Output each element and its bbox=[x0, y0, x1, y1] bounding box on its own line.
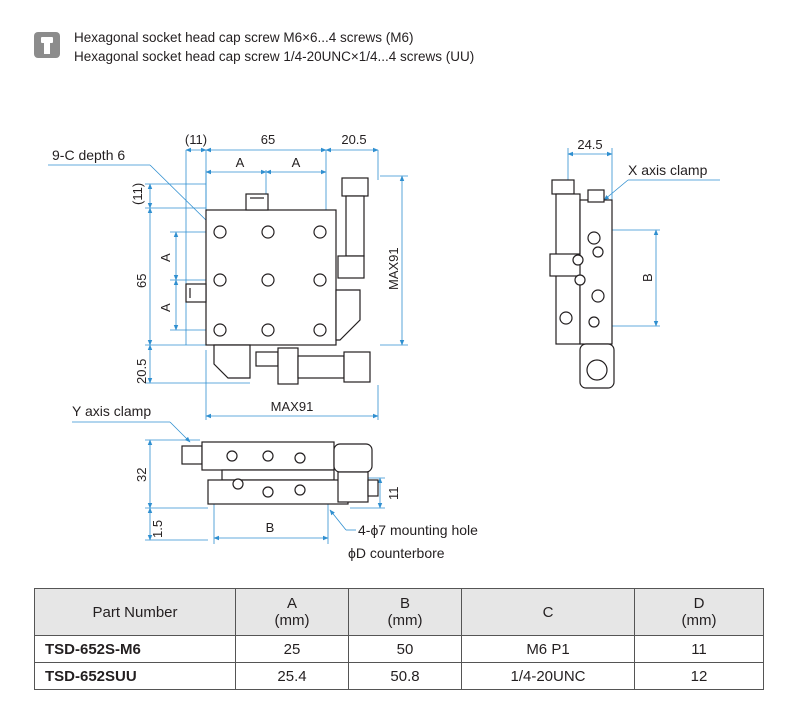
cell-d: 11 bbox=[634, 635, 764, 663]
cell-part-number: TSD-652S-M6 bbox=[34, 635, 236, 663]
dim-a-left: A bbox=[236, 155, 245, 170]
header-c: C bbox=[461, 588, 635, 636]
dim-24-5: 24.5 bbox=[577, 137, 602, 152]
dim-a-lower: A bbox=[158, 303, 173, 312]
callout-y-axis-clamp: Y axis clamp bbox=[72, 403, 151, 419]
dim-65-top: 65 bbox=[261, 132, 275, 147]
top-view bbox=[48, 147, 408, 420]
dim-32: 32 bbox=[134, 468, 149, 482]
dim-20-5-side: 20.5 bbox=[134, 359, 149, 384]
dim-65-side: 65 bbox=[134, 274, 149, 288]
note-line-1: Hexagonal socket head cap screw M6×6...4… bbox=[74, 30, 414, 45]
callout-counterbore: ϕD counterbore bbox=[348, 545, 445, 561]
screw-note: Hexagonal socket head cap screw M6×6...4… bbox=[34, 28, 734, 68]
dim-20-5-top: 20.5 bbox=[341, 132, 366, 147]
dim-a-right: A bbox=[292, 155, 301, 170]
side-view bbox=[549, 148, 720, 389]
screw-icon bbox=[34, 32, 60, 58]
spec-table: Part Number A(mm) B(mm) C D(mm) TSD-652S… bbox=[34, 588, 764, 690]
dim-1-5: 1.5 bbox=[150, 520, 165, 538]
cell-c: 1/4-20UNC bbox=[461, 662, 635, 690]
dim-11-top: (11) bbox=[185, 132, 207, 147]
header-a: A(mm) bbox=[235, 588, 349, 636]
dim-max91-vertical: MAX91 bbox=[386, 247, 401, 290]
dim-b-front: B bbox=[266, 520, 275, 535]
table-row: TSD-652S-M6 25 50 M6 P1 11 bbox=[34, 635, 764, 663]
cell-b: 50 bbox=[348, 635, 462, 663]
header-part-number: Part Number bbox=[34, 588, 236, 636]
callout-9c-depth: 9-C depth 6 bbox=[52, 147, 125, 163]
cell-d: 12 bbox=[634, 662, 764, 690]
dim-b-side: B bbox=[640, 273, 655, 282]
cell-a: 25.4 bbox=[235, 662, 349, 690]
cell-b: 50.8 bbox=[348, 662, 462, 690]
dim-a-upper: A bbox=[158, 253, 173, 262]
callout-x-axis-clamp: X axis clamp bbox=[628, 162, 708, 178]
technical-drawing: (11) 65 20.5 A A (11) A A 65 20.5 MAX91 … bbox=[48, 132, 720, 561]
dim-11-front: 11 bbox=[386, 487, 401, 501]
cell-c: M6 P1 bbox=[461, 635, 635, 663]
cell-part-number: TSD-652SUU bbox=[34, 662, 236, 690]
front-view bbox=[72, 421, 385, 544]
dim-max91-horizontal: MAX91 bbox=[271, 399, 314, 414]
cell-a: 25 bbox=[235, 635, 349, 663]
dim-11-side: (11) bbox=[130, 183, 145, 205]
header-b: B(mm) bbox=[348, 588, 462, 636]
header-d: D(mm) bbox=[634, 588, 764, 636]
callout-mounting-hole: 4-ϕ7 mounting hole bbox=[358, 522, 478, 538]
table-row: TSD-652SUU 25.4 50.8 1/4-20UNC 12 bbox=[34, 662, 764, 690]
note-line-2: Hexagonal socket head cap screw 1/4-20UN… bbox=[74, 49, 475, 64]
